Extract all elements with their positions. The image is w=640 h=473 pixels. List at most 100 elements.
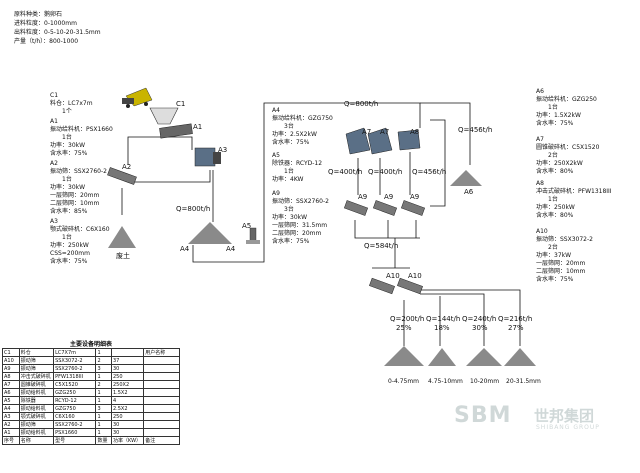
table-cell: A1 — [2, 428, 20, 437]
spec-line: A3 — [50, 218, 58, 225]
equipment-label: A8 — [410, 128, 420, 136]
stockpile — [466, 348, 502, 366]
equipment-label: A9 — [384, 193, 394, 201]
flow-line — [127, 136, 193, 165]
spec-line: 除铁器：RCYD-12 — [272, 160, 323, 167]
table-cell: A3 — [2, 412, 20, 421]
spec-line: 含水率：75% — [50, 150, 88, 157]
table-cell: C5X1520 — [53, 380, 97, 389]
spec-line: 1台 — [62, 134, 72, 141]
spec-line: 含水率：80% — [536, 168, 574, 175]
table-cell: 备注 — [143, 436, 180, 445]
spec-line: 二层筛网：10mm — [536, 268, 586, 275]
table-cell: 1 — [95, 428, 112, 437]
spec-line: 3台 — [284, 123, 294, 130]
table-cell: 型号 — [53, 436, 97, 445]
cone-crusher-icon — [345, 127, 393, 155]
spec-line: A5 — [272, 152, 280, 159]
table-cell: 1 — [95, 348, 112, 357]
flow-rate: Q=200t/h — [390, 315, 425, 323]
table-cell: PFW1318III — [53, 372, 97, 381]
table-cell: A4 — [2, 404, 20, 413]
table-cell: 用户名称 — [143, 348, 180, 357]
spec-line: A2 — [50, 160, 58, 167]
table-cell: 圆锥破碎机 — [18, 380, 55, 389]
product-size: 0-4.75mm — [388, 378, 420, 385]
table-cell: A9 — [2, 364, 20, 373]
spec-line: 功率：250X2kW — [536, 160, 583, 167]
equipment-label: A2 — [122, 163, 132, 171]
spec-line: 二层筛网：10mm — [50, 200, 100, 207]
flow-rate: Q=400t/h — [328, 168, 363, 176]
table-cell — [143, 380, 180, 389]
flow-rate: Q=240t/h — [462, 315, 497, 323]
table-cell: C1 — [2, 348, 20, 357]
stockpile — [504, 348, 536, 366]
table-cell: 除铁器 — [18, 396, 55, 405]
table-cell — [143, 388, 180, 397]
table-cell: LC7X7m — [53, 348, 97, 357]
table-cell: 1.5X2 — [110, 388, 145, 397]
spec-line: 含水率：85% — [50, 208, 88, 215]
spec-line: 振动给料机：GZG750 — [272, 115, 333, 122]
equipment-label: A3 — [218, 146, 228, 154]
flow-line — [192, 102, 345, 263]
spec-line: A10 — [536, 228, 548, 235]
spec-line: 含水率：75% — [536, 120, 574, 127]
flow-line — [132, 170, 211, 183]
table-cell: A8 — [2, 372, 20, 381]
table-cell: 250 — [110, 372, 145, 381]
spec-line: 振动筛：SSX2760-2 — [272, 198, 329, 205]
table-cell: 30 — [110, 428, 145, 437]
spec-line: 功率：30kW — [50, 142, 86, 149]
company-logo: SBM 世邦集团 SHIBANG GROUP — [454, 401, 634, 435]
spec-line: C1 — [50, 92, 59, 99]
vibrating-screen-icon — [107, 167, 137, 185]
table-cell: GZG250 — [53, 388, 97, 397]
product-size: 4.75-10mm — [428, 378, 463, 385]
spec-line: 功率：250kW — [50, 242, 89, 249]
flow-rate: Q=800t/h — [344, 100, 379, 108]
spec-line: 功率：250kW — [536, 204, 575, 211]
flow-rate: Q=456t/h — [458, 126, 493, 134]
logo-chinese: 世邦集团 — [534, 407, 595, 425]
spec-line: 料仓：LC7x7m — [50, 100, 93, 107]
jaw-crusher-icon — [194, 147, 221, 167]
spec-line: A4 — [272, 107, 280, 114]
table-cell: 1 — [95, 388, 112, 397]
header-line: 原料种类：鹅卵石 — [14, 11, 63, 18]
spec-line: 圆锥破碎机：C5X1520 — [536, 144, 600, 151]
table-cell: 冲击式破碎机 — [18, 372, 55, 381]
table-cell: 2 — [95, 380, 112, 389]
spec-line: 含水率：75% — [272, 139, 310, 146]
table-cell: 1 — [95, 372, 112, 381]
table-cell: PSX1660 — [53, 428, 97, 437]
equipment-label: A1 — [193, 123, 203, 131]
dump-truck-icon — [122, 87, 153, 108]
spec-line: 一层筛网：20mm — [50, 192, 100, 199]
spec-line: 冲击式破碎机：PFW1318III — [536, 188, 612, 195]
spec-line: 1台 — [548, 196, 558, 203]
table-cell: 数量 — [95, 436, 112, 445]
spec-line: 振动给料机：PSX1660 — [50, 126, 113, 133]
equipment-label: A10 — [408, 272, 422, 280]
flow-line — [420, 293, 485, 346]
table-cell: RCYD-12 — [53, 396, 97, 405]
spec-line: A6 — [536, 88, 544, 95]
split-percent: 25% — [396, 324, 412, 332]
header-line: 进料粒度：0-1000mm — [14, 20, 77, 27]
header-line: 产量（t/h）：800-1000 — [14, 38, 79, 45]
spec-line: 功率：4KW — [272, 176, 304, 183]
table-cell — [143, 396, 180, 405]
table-cell: 振动筛 — [18, 364, 55, 373]
table-cell: 颚式破碎机 — [18, 412, 55, 421]
vibrating-screen-icon — [343, 200, 426, 216]
table-cell: SSX3072-2 — [53, 356, 97, 365]
